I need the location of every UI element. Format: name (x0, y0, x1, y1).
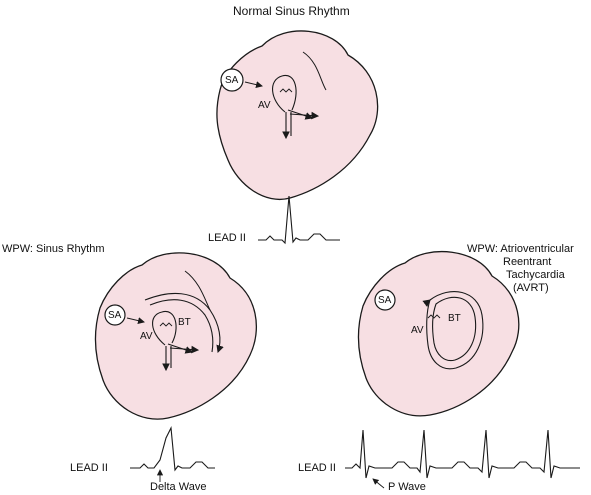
conduction-path-normal (272, 75, 320, 140)
title-wpw-sinus-rhythm: WPW: Sinus Rhythm (2, 243, 105, 255)
conduction-path-wpw-sinus (144, 292, 224, 372)
heart-wpw-sinus (94, 252, 257, 420)
sa-label-wpw-sinus: SA (108, 310, 122, 321)
sa-av-arrow-normal (244, 81, 263, 89)
av-label-normal: AV (258, 100, 271, 111)
p-wave-label: P Wave (388, 481, 426, 493)
sa-node-wpw-sinus (104, 304, 126, 326)
title-normal-sinus-rhythm: Normal Sinus Rhythm (233, 4, 350, 18)
lead-label-normal: LEAD II (208, 232, 246, 244)
sa-label-wpw-avrt: SA (378, 295, 392, 306)
lead-label-wpw-avrt: LEAD II (298, 462, 336, 474)
sa-node-normal (220, 68, 244, 92)
p-wave-pointer (372, 478, 385, 489)
bt-label-wpw-avrt: BT (448, 313, 461, 324)
ecg-trace-wpw-sinus (130, 426, 215, 472)
lead-label-wpw-sinus: LEAD II (70, 462, 108, 474)
bt-label-wpw-sinus: BT (178, 317, 191, 328)
av-label-wpw-avrt: AV (411, 325, 424, 336)
av-label-wpw-sinus: AV (140, 331, 153, 342)
sa-av-arrow-wpw-sinus (126, 317, 145, 325)
reentry-circuit-avrt (427, 291, 484, 370)
sa-label-normal: SA (225, 75, 239, 86)
title-wpw-avrt-line4: (AVRT) (513, 282, 549, 294)
ecg-trace-normal (258, 195, 340, 245)
delta-wave-label: Delta Wave (150, 481, 207, 493)
ecg-trace-avrt (345, 429, 580, 479)
title-wpw-avrt-line1: WPW: Atrioventricular (467, 243, 574, 255)
title-wpw-avrt-line2: Reentrant (503, 256, 552, 268)
heart-normal (216, 30, 379, 200)
sa-node-wpw-avrt (374, 289, 396, 311)
heart-wpw-avrt (357, 251, 520, 417)
title-wpw-avrt-line3: Tachycardia (506, 269, 565, 281)
